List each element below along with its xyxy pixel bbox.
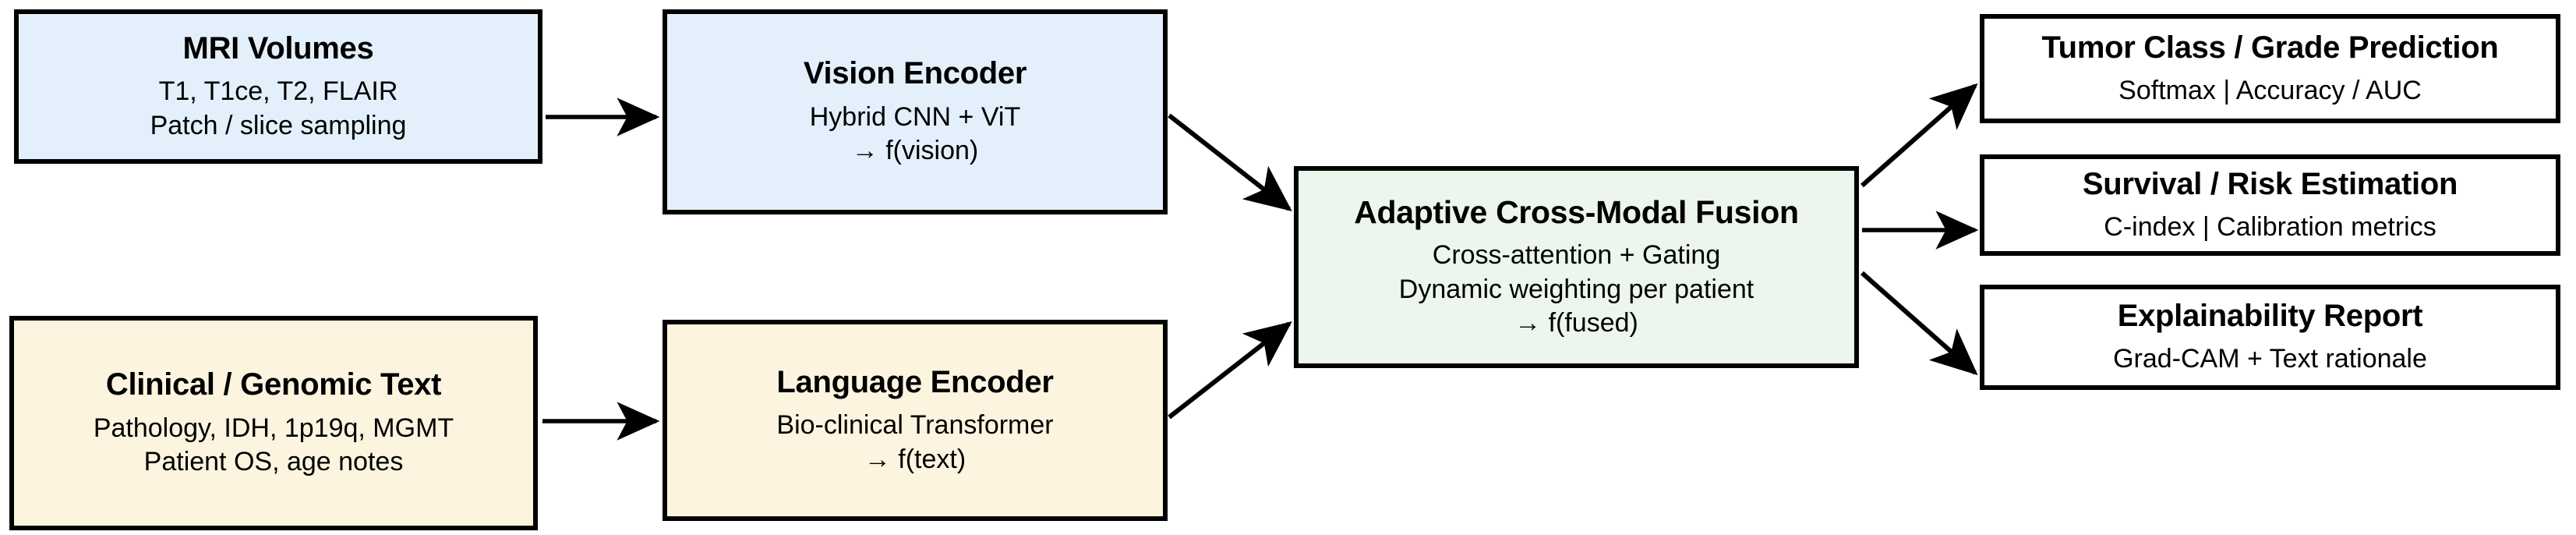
node-title: Tumor Class / Grade Prediction [2041, 30, 2499, 65]
node-subtitle-line: Cross-attention + Gating [1432, 240, 1721, 271]
node-subtitle-group: Grad-CAM + Text rationale [2113, 342, 2427, 377]
node-subtitle-line: Patient OS, age notes [143, 447, 404, 477]
node-clinical-genomic-text[interactable]: Clinical / Genomic Text Pathology, IDH, … [9, 316, 538, 530]
node-subtitle-group: Bio-clinical Transformer → f(text) [776, 409, 1053, 477]
node-subtitle-line: Dynamic weighting per patient [1398, 274, 1754, 304]
node-title: Vision Encoder [803, 56, 1027, 91]
node-title: Adaptive Cross-Modal Fusion [1354, 194, 1799, 231]
node-title: Explainability Report [2117, 299, 2423, 334]
node-subtitle-line: → f(vision) [851, 136, 979, 166]
node-subtitle-line: → f(fused) [1514, 308, 1638, 338]
node-adaptive-cross-modal-fusion[interactable]: Adaptive Cross-Modal Fusion Cross-attent… [1294, 166, 1859, 368]
node-subtitle-line: Bio-clinical Transformer [776, 410, 1054, 441]
edge-vision-to-fusion [1168, 113, 1292, 211]
node-language-encoder[interactable]: Language Encoder Bio-clinical Transforme… [663, 320, 1168, 521]
node-title: Language Encoder [776, 364, 1054, 399]
node-subtitle-line: Grad-CAM + Text rationale [2113, 344, 2427, 374]
node-tumor-class-grade-prediction[interactable]: Tumor Class / Grade Prediction Softmax |… [1980, 14, 2560, 123]
node-title: Clinical / Genomic Text [105, 367, 442, 402]
node-subtitle-group: Pathology, IDH, 1p19q, MGMT Patient OS, … [94, 412, 454, 480]
edge-fusion-to-out-3 [1860, 271, 1978, 376]
node-subtitle-line: Hybrid CNN + ViT [809, 101, 1021, 132]
edge-fusion-to-out-1 [1860, 83, 1978, 188]
node-subtitle-line: Pathology, IDH, 1p19q, MGMT [93, 413, 454, 443]
node-title: MRI Volumes [182, 30, 374, 66]
node-mri-volumes[interactable]: MRI Volumes T1, T1ce, T2, FLAIR Patch / … [14, 9, 542, 164]
node-subtitle-line: T1, T1ce, T2, FLAIR [158, 76, 398, 107]
node-subtitle-line: C-index | Calibration metrics [2104, 211, 2436, 242]
node-subtitle-group: C-index | Calibration metrics [2104, 211, 2436, 245]
node-survival-risk-estimation[interactable]: Survival / Risk Estimation C-index | Cal… [1980, 154, 2560, 256]
node-subtitle-group: Softmax | Accuracy / AUC [2118, 74, 2422, 108]
node-subtitle-group: T1, T1ce, T2, FLAIR Patch / slice sampli… [150, 75, 407, 143]
node-title: Survival / Risk Estimation [2082, 166, 2458, 201]
node-subtitle-group: Cross-attention + Gating Dynamic weighti… [1399, 239, 1754, 341]
node-subtitle-line: → f(text) [864, 444, 966, 474]
node-subtitle-line: Patch / slice sampling [150, 110, 407, 140]
node-explainability-report[interactable]: Explainability Report Grad-CAM + Text ra… [1980, 285, 2560, 390]
edge-language-to-fusion [1168, 321, 1292, 420]
node-vision-encoder[interactable]: Vision Encoder Hybrid CNN + ViT → f(visi… [663, 9, 1168, 214]
node-subtitle-group: Hybrid CNN + ViT → f(vision) [810, 101, 1021, 168]
node-subtitle-line: Softmax | Accuracy / AUC [2118, 75, 2422, 105]
